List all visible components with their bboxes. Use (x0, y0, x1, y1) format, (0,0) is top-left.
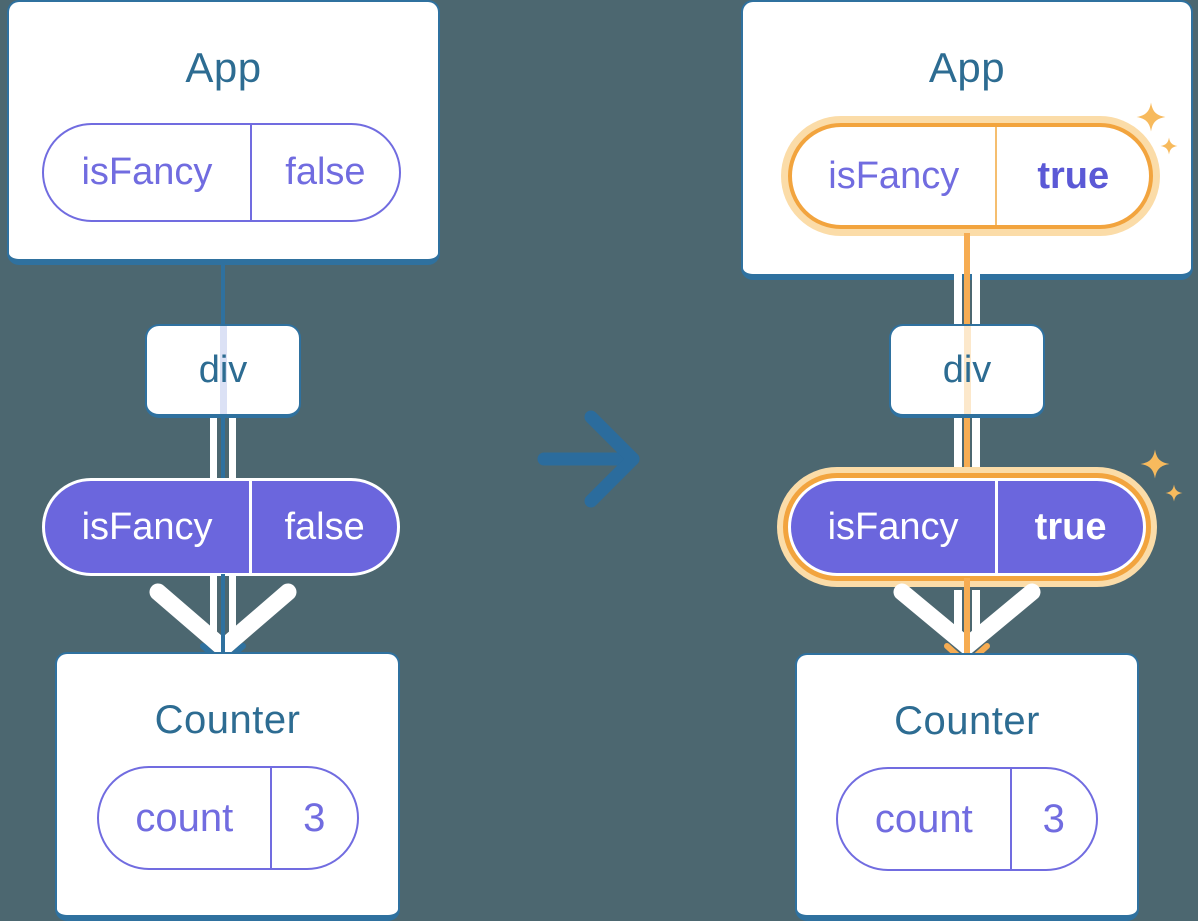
state-value: 3 (303, 795, 326, 840)
prop-track-right (229, 574, 236, 636)
prop-track-right (972, 418, 980, 481)
state-key: count (838, 769, 1012, 869)
connector-state-to-div (964, 233, 970, 326)
app-card: App isFancy false (7, 0, 440, 265)
prop-key: isFancy (45, 481, 253, 573)
sparkle-icon (1136, 102, 1166, 132)
state-key: isFancy (792, 127, 998, 225)
state-value: 3 (1042, 796, 1065, 841)
prop-track-right (972, 272, 980, 326)
sparkle-icon (1140, 449, 1170, 479)
prop-pill: isFancy false (42, 478, 400, 576)
prop-pill-highlighted: isFancy true (788, 478, 1146, 576)
app-card: App isFancy true (741, 0, 1193, 280)
prop-track-right (229, 418, 236, 481)
prop-track-right (972, 590, 980, 636)
prop-track-left (210, 574, 217, 636)
state-value: true (1037, 154, 1110, 197)
counter-title: Counter (154, 698, 301, 742)
connector-div-to-prop (221, 418, 225, 480)
prop-track-left (954, 272, 962, 326)
state-key: count (99, 768, 273, 868)
sparkle-icon (1165, 484, 1183, 502)
connector-faded-line (963, 326, 971, 414)
div-label: div (198, 348, 248, 391)
app-state-pill: isFancy false (42, 123, 401, 222)
counter-card: Counter count 3 (795, 653, 1139, 921)
state-value: false (285, 151, 366, 193)
prop-track-left (954, 418, 962, 481)
prop-value: false (284, 505, 365, 548)
connector-app-to-div (221, 265, 225, 326)
sparkle-icon (1160, 137, 1178, 155)
counter-state-pill: count 3 (96, 766, 359, 870)
connector-div-to-prop (964, 418, 970, 480)
div-label: div (942, 348, 992, 391)
arrow-right-icon (537, 410, 640, 508)
app-state-pill-highlighted: isFancy true (788, 123, 1153, 229)
state-key: isFancy (44, 125, 252, 220)
prop-key: isFancy (791, 481, 999, 573)
prop-track-left (210, 418, 217, 481)
prop-track-left (954, 590, 962, 636)
connector-faded-line (219, 326, 227, 414)
prop-value: true (1034, 505, 1107, 548)
tree-panel-after: App isFancy true div isFancy true (738, 0, 1198, 921)
div-box: div (889, 324, 1045, 418)
counter-state-pill: count 3 (836, 767, 1098, 871)
counter-title: Counter (894, 699, 1040, 743)
counter-card: Counter count 3 (55, 652, 400, 921)
tree-panel-before: App isFancy false div isFancy false Coun… (0, 0, 460, 921)
app-title: App (185, 44, 262, 91)
app-title: App (928, 44, 1006, 91)
div-box: div (145, 324, 301, 418)
